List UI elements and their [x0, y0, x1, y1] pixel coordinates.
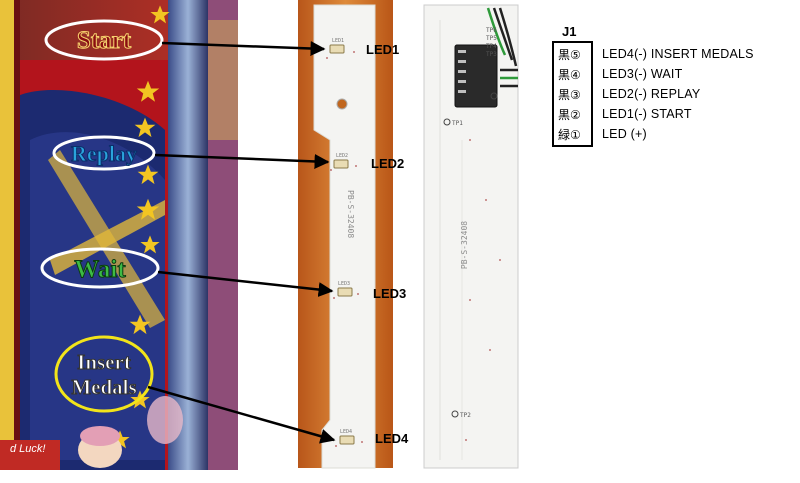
tp6-label: TP6	[486, 27, 497, 34]
silk-led4: LED4	[340, 429, 352, 435]
pin-1-desc: LED (+)	[602, 127, 647, 141]
pin-2: 黒②	[558, 108, 581, 122]
j1-title: J1	[562, 24, 577, 39]
pin-3: 黒③	[558, 88, 581, 102]
front-part-number: PB-S-32408	[346, 190, 355, 238]
led1-callout: LED1	[366, 42, 400, 57]
tp1-label: TP1	[452, 120, 463, 127]
arrow-insert-led4	[147, 385, 336, 444]
pin-4-desc: LED3(-) WAIT	[602, 67, 683, 81]
tp5-label: TP5	[486, 35, 497, 42]
arrow-start-led1	[161, 41, 326, 56]
wait-badge: Wait	[40, 247, 160, 289]
pcb-front-photo: LED1 LED2 LED3 LED4 PB-S-32408	[298, 0, 393, 469]
silk-led2: LED2	[336, 153, 348, 159]
led3-chip	[337, 287, 353, 297]
silk-led1: LED1	[332, 38, 344, 44]
tp4-label: TP4	[486, 43, 497, 50]
pin-2-desc: LED1(-) START	[602, 107, 692, 121]
back-part-number: PB-S-32408	[460, 221, 469, 269]
tp2-label: TP2	[460, 412, 471, 419]
start-badge: Start	[44, 19, 164, 61]
cabinet-photo	[0, 0, 238, 470]
arrow-wait-led3	[157, 270, 334, 297]
led4-chip	[339, 435, 355, 445]
j1-pin-table: 黒⑤ 黒④ 黒③ 黒② 緑①	[552, 41, 593, 147]
led4-callout: LED4	[375, 431, 409, 446]
tp3-label: TP3	[486, 51, 497, 58]
pin-3-desc: LED2(-) REPLAY	[602, 87, 701, 101]
pin-1: 緑①	[558, 128, 581, 142]
replay-label: Replay	[71, 141, 137, 166]
start-label: Start	[77, 27, 132, 54]
pin-4: 黒④	[558, 68, 581, 82]
pin-5-desc: LED4(-) INSERT MEDALS	[602, 47, 754, 61]
wait-label: Wait	[74, 256, 126, 283]
arrow-replay-led2	[154, 153, 330, 169]
luck-text: d Luck!	[10, 443, 45, 455]
mounting-hole	[336, 98, 348, 110]
led1-chip	[329, 44, 345, 54]
pcb-back-photo: TP6 TP5 TP4 TP3 TP1 TP2 PB-S-32408	[423, 4, 519, 469]
medals-label: Medals	[71, 375, 136, 399]
insert-label: Insert	[77, 350, 131, 374]
insert-medals-badge: Insert Medals	[54, 335, 154, 413]
led2-callout: LED2	[371, 156, 405, 171]
replay-badge: Replay	[52, 135, 156, 171]
pin-5: 黒⑤	[558, 48, 581, 62]
led3-callout: LED3	[373, 286, 407, 301]
silk-led3: LED3	[338, 281, 350, 287]
arrows	[147, 41, 336, 444]
led2-chip	[333, 159, 349, 169]
